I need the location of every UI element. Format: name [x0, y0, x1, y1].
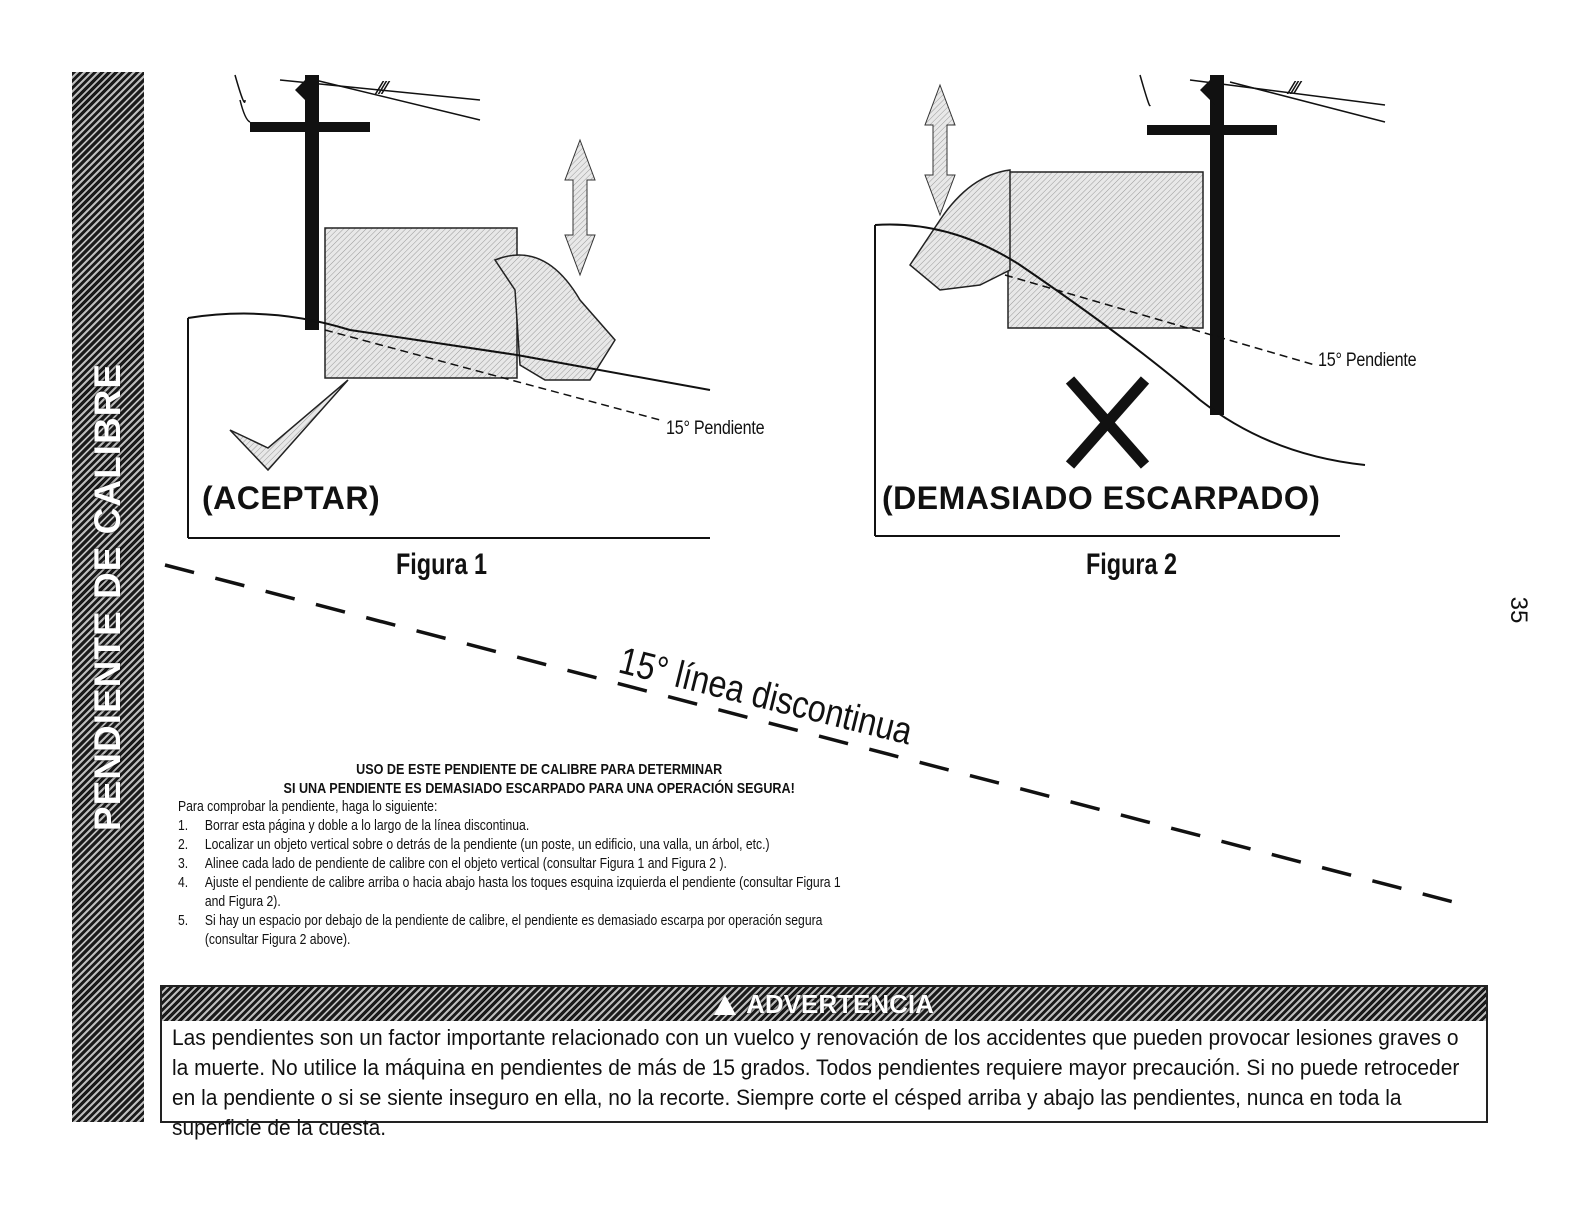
side-tab-label: PENDIENTE DE CALIBRE	[87, 362, 128, 832]
step-number: 3.	[178, 856, 189, 872]
up-down-arrow-icon	[564, 138, 596, 277]
hand-icon	[493, 254, 616, 381]
figure-1-caption: Figura 1	[396, 548, 488, 581]
step-text: Borrar esta página y doble a lo largo de…	[204, 818, 530, 834]
utility-pole-icon	[1210, 75, 1224, 415]
page-number-text: 35	[1505, 596, 1532, 624]
x-mark-icon	[1065, 376, 1150, 469]
figure-1-illustration: ⁄⁄⁄	[187, 74, 711, 539]
step-text: Si hay un espacio por debajo de la pendi…	[204, 913, 823, 948]
warning-triangle-icon	[714, 995, 737, 1015]
step-text: Localizar un objeto vertical sobre o det…	[204, 837, 770, 853]
warning-body: Las pendientes son un factor importante …	[172, 1025, 1460, 1140]
instructions-steps: 1. Borrar esta página y doble a lo largo …	[178, 817, 850, 950]
step-number: 4.	[178, 875, 189, 891]
step-number: 2.	[178, 837, 189, 853]
up-down-arrow-icon	[924, 83, 956, 217]
step-text: Alinee cada lado de pendiente de calibre…	[204, 856, 727, 872]
figure-2-illustration: ⁄⁄⁄	[874, 74, 1386, 537]
figure-1-slope-label: 15° Pendiente	[666, 418, 765, 439]
figure-2-slope-label: 15° Pendiente	[1318, 350, 1417, 371]
warning-box: ADVERTENCIA Las pendientes son un factor…	[160, 985, 1488, 1140]
instructions-heading-2: SI UNA PENDIENTE ES DEMASIADO ESCARPADO …	[283, 780, 795, 797]
step-number: 1.	[178, 818, 189, 834]
figure-1-verdict: (ACEPTAR)	[202, 480, 381, 516]
instructions: USO DE ESTE PENDIENTE DE CALIBRE PARA DE…	[178, 760, 850, 950]
page-number: 35	[1498, 580, 1538, 640]
check-icon	[229, 379, 349, 472]
figure-1: ⁄⁄⁄ (ACEPTAR) 15° Pendiente Figura 1	[150, 60, 830, 581]
insulator-icon: ⁄⁄⁄	[1286, 78, 1303, 98]
list-item: 5. Si hay un espacio por debajo de la pen…	[178, 912, 850, 950]
figure-2-verdict: (DEMASIADO ESCARPADO)	[882, 480, 1321, 516]
slope-gauge-card	[324, 227, 518, 379]
warning-header: ADVERTENCIA	[162, 987, 1486, 1021]
figure-2-caption: Figura 2	[1086, 548, 1178, 581]
step-number: 5.	[178, 913, 189, 929]
list-item: 3. Alinee cada lado de pendiente de calib…	[178, 855, 850, 874]
warning-title: ADVERTENCIA	[746, 989, 934, 1019]
figure-2: ⁄⁄⁄ (DEMASIADO ESCARPADO) 15° Pendiente …	[870, 60, 1470, 581]
list-item: 4. Ajuste el pendiente de calibre arriba …	[178, 874, 850, 912]
utility-pole-icon	[305, 75, 319, 330]
list-item: 1. Borrar esta página y doble a lo largo …	[178, 817, 850, 836]
instructions-heading-1: USO DE ESTE PENDIENTE DE CALIBRE PARA DE…	[356, 761, 723, 778]
insulator-icon: ⁄⁄⁄	[374, 78, 391, 98]
instructions-intro: Para comprobar la pendiente, haga lo sig…	[178, 799, 438, 815]
step-text: Ajuste el pendiente de calibre arriba o …	[204, 875, 841, 910]
hand-icon	[909, 169, 1011, 291]
list-item: 2. Localizar un objeto vertical sobre o d…	[178, 836, 850, 855]
section-side-tab: PENDIENTE DE CALIBRE	[72, 72, 144, 1122]
slope-gauge-card	[1007, 171, 1204, 329]
fold-line-label: 15° línea discontinua	[614, 640, 917, 754]
